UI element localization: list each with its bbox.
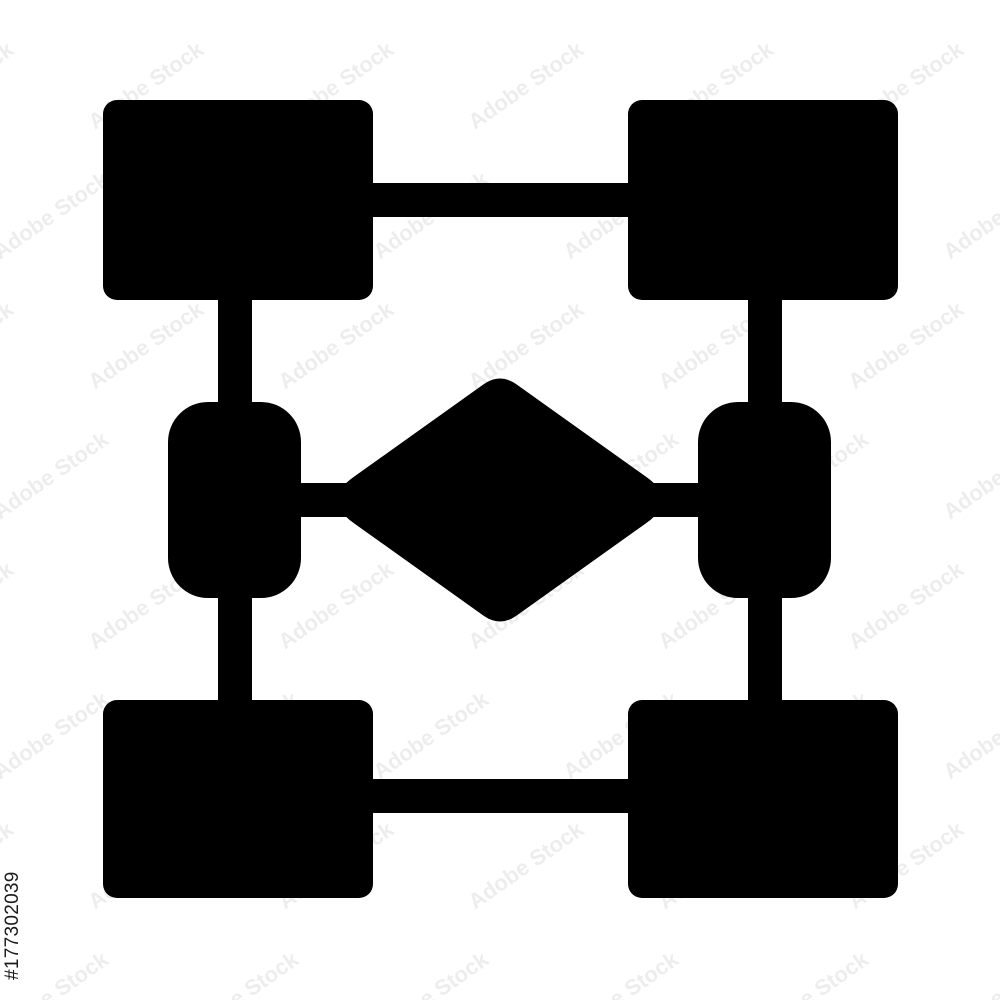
node-bottom-right <box>628 700 898 898</box>
node-top-right <box>628 100 898 300</box>
stock-id-label: #177302039 <box>2 871 23 980</box>
node-middle-left <box>168 402 301 598</box>
connector-left-lower <box>218 585 252 710</box>
connector-bottom <box>360 779 640 813</box>
connector-right-upper <box>748 290 782 415</box>
node-middle-right <box>698 402 831 598</box>
node-top-left <box>103 100 373 300</box>
decision-diamond <box>337 378 663 622</box>
node-bottom-left <box>103 700 373 898</box>
connector-top <box>360 183 640 217</box>
connector-left-upper <box>218 290 252 415</box>
connector-right-lower <box>748 585 782 710</box>
